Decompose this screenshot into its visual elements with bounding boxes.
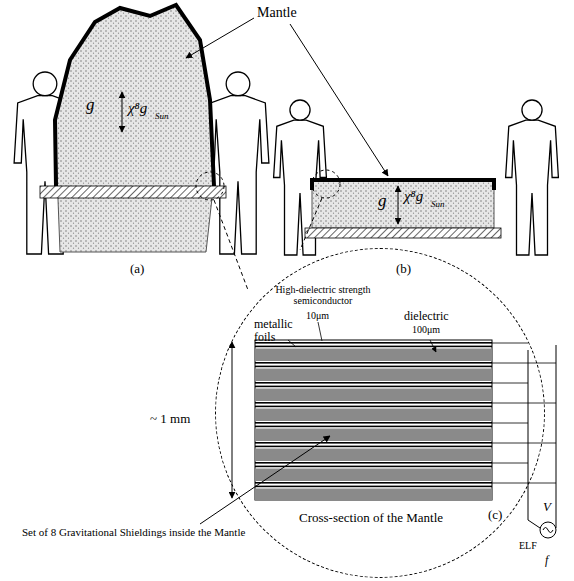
dielectric-layer <box>255 429 492 442</box>
label: Sun <box>155 112 169 122</box>
ac-symbol <box>543 528 553 533</box>
metallic-foil <box>255 422 492 424</box>
person <box>506 120 559 255</box>
metallic-foil <box>255 446 492 448</box>
metallic-foil <box>255 482 492 484</box>
label: Sun <box>431 200 445 210</box>
detail-circle <box>312 170 340 198</box>
layer-block <box>255 340 492 500</box>
metallic-foil <box>255 406 492 408</box>
leader-line <box>186 18 254 58</box>
person <box>207 96 269 254</box>
mantle-outline <box>55 5 214 186</box>
detail-leader <box>300 198 322 250</box>
label: ELF <box>519 540 537 551</box>
leader-line <box>290 24 388 176</box>
person-head <box>290 100 310 120</box>
label: High-dielectric strength semiconductor <box>258 284 388 306</box>
wire <box>492 403 556 404</box>
dim-arrow <box>232 342 233 498</box>
wire <box>492 483 556 484</box>
metallic-foil <box>255 366 492 368</box>
dielectric-layer <box>255 389 492 402</box>
dielectric-layer <box>255 489 492 502</box>
label: (a) <box>130 262 144 276</box>
dielectric-layer <box>255 469 492 482</box>
person-head <box>226 72 250 96</box>
wire <box>492 363 556 364</box>
ac-source <box>540 522 556 538</box>
metallic-foil <box>255 402 492 404</box>
mantle-rock <box>55 5 214 252</box>
belt <box>40 186 226 198</box>
belt <box>305 228 501 238</box>
label: χ⁸g <box>128 100 147 117</box>
wire <box>528 520 540 528</box>
metallic-foil <box>255 362 492 364</box>
label: metallic foils <box>254 318 306 344</box>
leader-line <box>318 322 322 341</box>
detail-circle: Cross-section of the Mantle <box>215 248 545 578</box>
metallic-foil <box>255 426 492 428</box>
label: Mantle <box>257 5 297 20</box>
detail-circle <box>196 172 224 200</box>
label: V <box>543 500 551 514</box>
leader-line <box>430 340 436 352</box>
leader-line <box>288 340 296 347</box>
person-head <box>522 100 542 120</box>
dielectric-layer <box>255 349 492 362</box>
label: g <box>86 96 95 115</box>
label: 10μm <box>306 310 329 321</box>
label: χ⁸g <box>404 188 423 205</box>
detail-leader <box>214 200 248 290</box>
wire <box>492 463 528 464</box>
dielectric-layer <box>255 369 492 382</box>
dielectric-layer <box>255 409 492 422</box>
wire <box>492 383 528 384</box>
wire <box>492 343 528 344</box>
dim-arrow <box>122 92 123 132</box>
wire <box>556 345 557 528</box>
label: Set of 8 Gravitational Shieldings inside… <box>22 526 245 538</box>
wire <box>528 350 529 520</box>
metallic-foil <box>255 386 492 388</box>
label: (c) <box>488 508 502 522</box>
person-head <box>33 72 57 96</box>
label: f <box>545 554 548 567</box>
metallic-foil <box>255 486 492 488</box>
wire <box>492 423 528 424</box>
mantle-layers <box>255 340 556 501</box>
metallic-foil <box>255 382 492 384</box>
label: ~ 1 mm <box>150 412 190 426</box>
label: dielectric <box>404 310 449 323</box>
label: 100μm <box>412 324 440 335</box>
metallic-foil <box>255 346 492 348</box>
caption-text: Cross-section of the Mantle <box>299 511 443 525</box>
label: g <box>378 192 387 211</box>
metallic-foil <box>255 442 492 444</box>
mantle-slab <box>312 180 494 228</box>
dielectric-layer <box>255 449 492 462</box>
dim-arrow <box>398 186 399 224</box>
metallic-foil <box>255 466 492 468</box>
label: (b) <box>396 262 411 276</box>
wire <box>492 443 556 444</box>
